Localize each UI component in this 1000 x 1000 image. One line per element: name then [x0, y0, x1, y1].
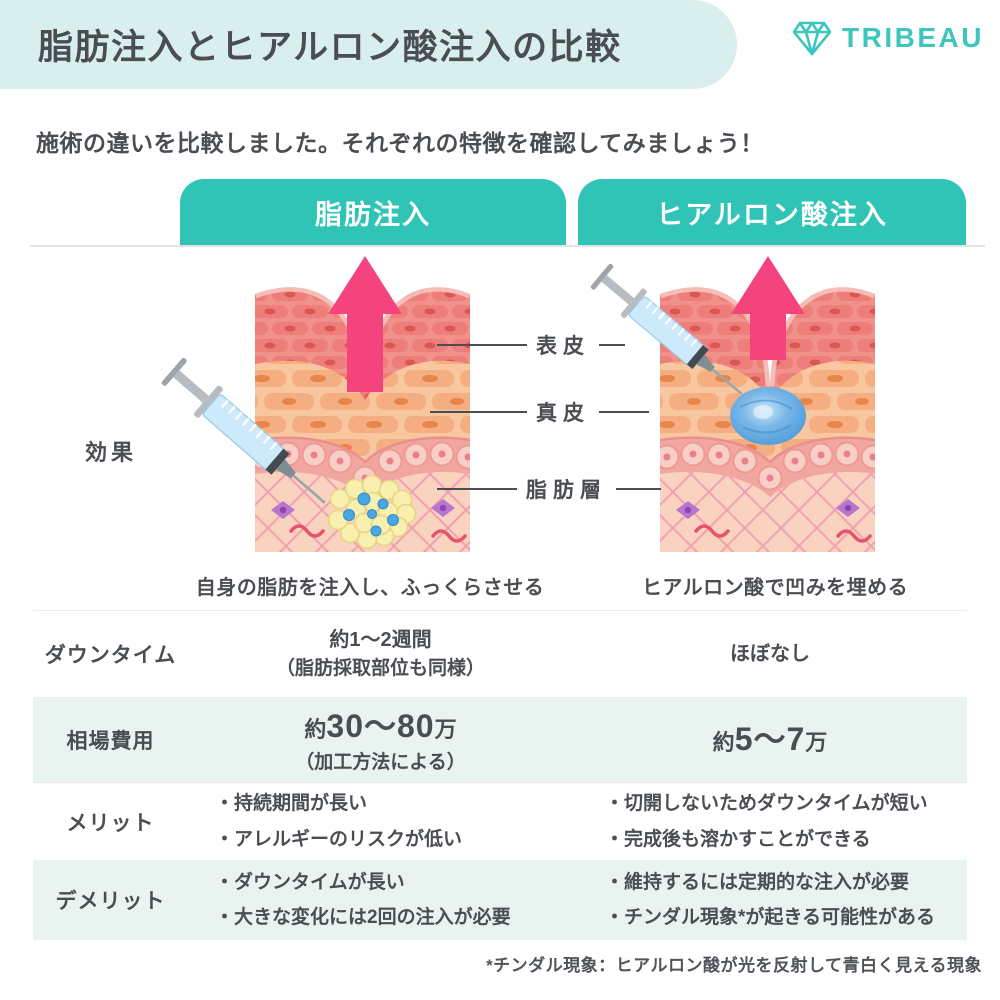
- list-item: ・チンダル現象*が起きる可能性がある: [605, 907, 936, 928]
- downtime-fat-cell: 約1〜2週間 （脂肪採取部位も同様）: [188, 626, 573, 683]
- cost-ha-suffix: 万: [805, 730, 828, 756]
- footnote: *チンダル現象：ヒアルロン酸が光を反射して青白く見える現象: [486, 956, 982, 975]
- demerit-ha-list: ・維持するには定期的な注入が必要 ・チンダル現象*が起きる可能性がある: [573, 865, 967, 935]
- row-label: デメリット: [55, 890, 166, 913]
- cost-ha-value: 5〜7: [734, 721, 806, 758]
- table-row-cost: 相場費用 約30〜80万 （加工方法による） 約5〜7万: [33, 697, 967, 782]
- table-row-demerits: デメリット ・ダウンタイムが長い ・大きな変化には2回の注入が必要 ・維持するに…: [33, 860, 967, 940]
- fat-injection-diagram: [158, 256, 480, 564]
- layer-label-fat: 脂肪層: [437, 474, 661, 504]
- hyaluronic-injection-diagram: [587, 256, 885, 564]
- cost-fat-sub: （加工方法による）: [295, 751, 466, 773]
- downtime-ha-main: ほぼなし: [730, 642, 810, 665]
- fat-injection-caption: 自身の脂肪を注入し、ふっくらさせる: [195, 577, 545, 599]
- list-item: ・アレルギーのリスクが低い: [215, 828, 463, 850]
- row-label: ダウンタイム: [44, 644, 177, 667]
- ha-blob-illustration: [730, 387, 806, 445]
- list-item: ・持続期間が長い: [215, 793, 368, 815]
- tab-hyaluronic-injection: ヒアルロン酸注入: [578, 179, 966, 245]
- list-item: ・切開しないためダウンタイムが短い: [605, 793, 928, 815]
- pointer-line: [437, 343, 527, 347]
- layer-label-dermis: 真皮: [430, 397, 649, 427]
- cost-fat-main: 約30〜80万: [188, 703, 573, 749]
- downtime-fat-sub: （脂肪採取部位も同様）: [275, 657, 485, 679]
- pointer-line: [599, 343, 625, 347]
- cost-fat-suffix: 万: [434, 716, 457, 742]
- header-bar: 脂肪注入とヒアルロン酸注入の比較: [0, 0, 737, 89]
- table-row-downtime: ダウンタイム 約1〜2週間 （脂肪採取部位も同様） ほぼなし: [33, 610, 967, 697]
- pointer-line: [616, 487, 661, 491]
- demerit-fat-list: ・ダウンタイムが長い ・大きな変化には2回の注入が必要: [188, 865, 573, 935]
- effect-row-label: 効果: [84, 440, 137, 465]
- row-label: 相場費用: [66, 729, 155, 753]
- cost-ha-cell: 約5〜7万: [573, 716, 967, 762]
- tab-hyaluronic-injection-label: ヒアルロン酸注入: [656, 199, 888, 230]
- tab-fat-injection-label: 脂肪注入: [315, 199, 431, 230]
- hyaluronic-injection-caption: ヒアルロン酸で凹みを埋める: [641, 577, 909, 599]
- layer-label-text: 表皮: [536, 335, 590, 358]
- layer-label-epidermis: 表皮: [437, 330, 625, 360]
- row-label: メリット: [66, 811, 155, 835]
- merit-ha-list: ・切開しないためダウンタイムが短い ・完成後も溶かすことができる: [573, 786, 967, 856]
- comparison-table: ダウンタイム 約1〜2週間 （脂肪採取部位も同様） ほぼなし 相場費用 約30〜…: [33, 610, 967, 940]
- tribeau-diamond-icon: [792, 21, 832, 56]
- list-item: ・大きな変化には2回の注入が必要: [215, 907, 511, 928]
- tabs-divider: [30, 245, 985, 247]
- cost-fat-cell: 約30〜80万 （加工方法による）: [188, 703, 573, 777]
- pointer-line: [599, 410, 649, 414]
- pointer-line: [430, 410, 527, 414]
- table-row-merits: メリット ・持続期間が長い ・アレルギーのリスクが低い ・切開しないためダウンタ…: [33, 782, 967, 860]
- pointer-line: [437, 487, 517, 491]
- layer-label-text: 脂肪層: [526, 479, 607, 502]
- layer-label-text: 真皮: [536, 402, 590, 425]
- page-title: 脂肪注入とヒアルロン酸注入の比較: [38, 28, 622, 67]
- fat-cells-illustration: [327, 474, 417, 550]
- up-arrow-icon: [328, 256, 402, 392]
- list-item: ・ダウンタイムが長い: [215, 871, 405, 893]
- intro-text: 施術の違いを比較しました。それぞれの特徴を確認してみましょう！: [36, 130, 764, 156]
- downtime-fat-main: 約1〜2週間: [329, 628, 432, 651]
- tab-fat-injection: 脂肪注入: [180, 179, 566, 245]
- tribeau-logo: TRIBEAU: [790, 16, 984, 60]
- list-item: ・完成後も溶かすことができる: [605, 828, 871, 850]
- cost-fat-prefix: 約: [304, 716, 327, 742]
- brand-wordmark: TRIBEAU: [842, 22, 984, 53]
- downtime-ha-cell: ほぼなし: [573, 640, 967, 669]
- cost-ha-prefix: 約: [712, 730, 735, 756]
- merit-fat-list: ・持続期間が長い ・アレルギーのリスクが低い: [188, 786, 573, 856]
- list-item: ・維持するには定期的な注入が必要: [605, 871, 910, 893]
- cost-fat-value: 30〜80: [326, 707, 435, 744]
- up-arrow-icon: [731, 256, 805, 360]
